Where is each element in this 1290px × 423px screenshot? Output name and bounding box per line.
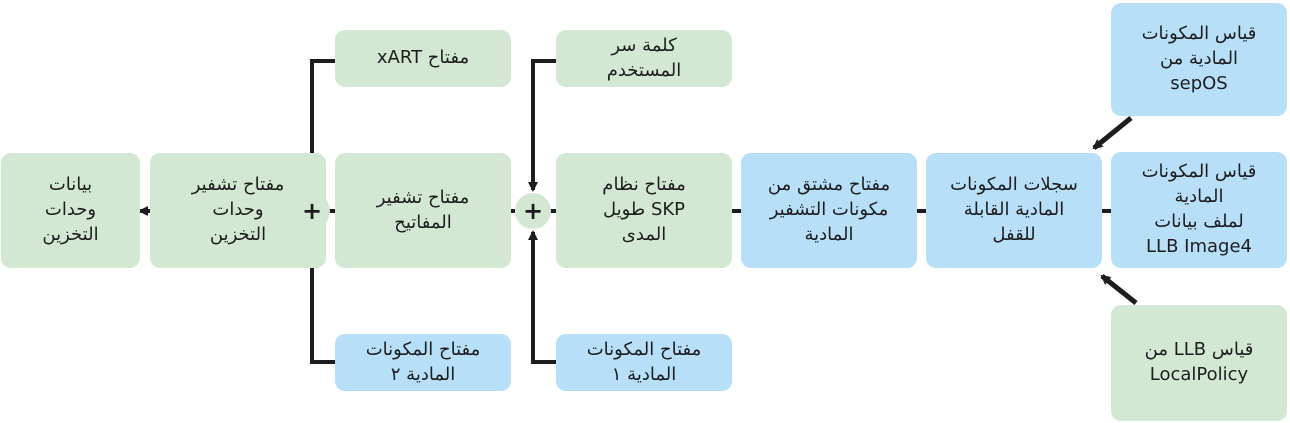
crypto-hardware-derived-key-box: مفتاح مشتق من مكونات التشفير المادية <box>741 153 917 268</box>
volume-data-box: بيانات وحدات التخزين <box>1 153 140 268</box>
llb-image4-measurement-box: قياس المكونات المادية لملف بيانات LLB Im… <box>1111 152 1287 268</box>
localpolicy-llb-measurement-box: قياس LLB من LocalPolicy <box>1111 305 1287 421</box>
arrow-password-to-combiner-1 <box>528 59 556 192</box>
arrow-hwkey1-to-combiner-1 <box>528 230 556 364</box>
xart-key-box: مفتاح xART <box>335 30 511 87</box>
arrow-sepos-to-registers <box>1092 116 1133 150</box>
arrow-xart-to-combiner-2 <box>307 59 335 192</box>
hardware-key-1-box: مفتاح المكونات المادية ١ <box>556 334 732 391</box>
plus-combiner-1: + <box>515 193 551 229</box>
long-term-skp-key-box: مفتاح نظام SKP طويل المدى <box>556 153 732 268</box>
key-encryption-key-box: مفتاح تشفير المفاتيح <box>335 153 511 268</box>
arrow-hwkey2-to-combiner-2 <box>307 230 335 364</box>
arrow-localpolicy-to-registers <box>1100 274 1138 305</box>
hardware-key-2-box: مفتاح المكونات المادية ٢ <box>335 334 511 391</box>
plus-combiner-2: + <box>294 193 330 229</box>
user-password-box: كلمة سر المستخدم <box>556 30 732 87</box>
sepos-measurement-box: قياس المكونات المادية من sepOS <box>1111 3 1287 116</box>
lockable-hardware-registers-box: سجلات المكونات المادية القابلة للقفل <box>926 153 1102 268</box>
